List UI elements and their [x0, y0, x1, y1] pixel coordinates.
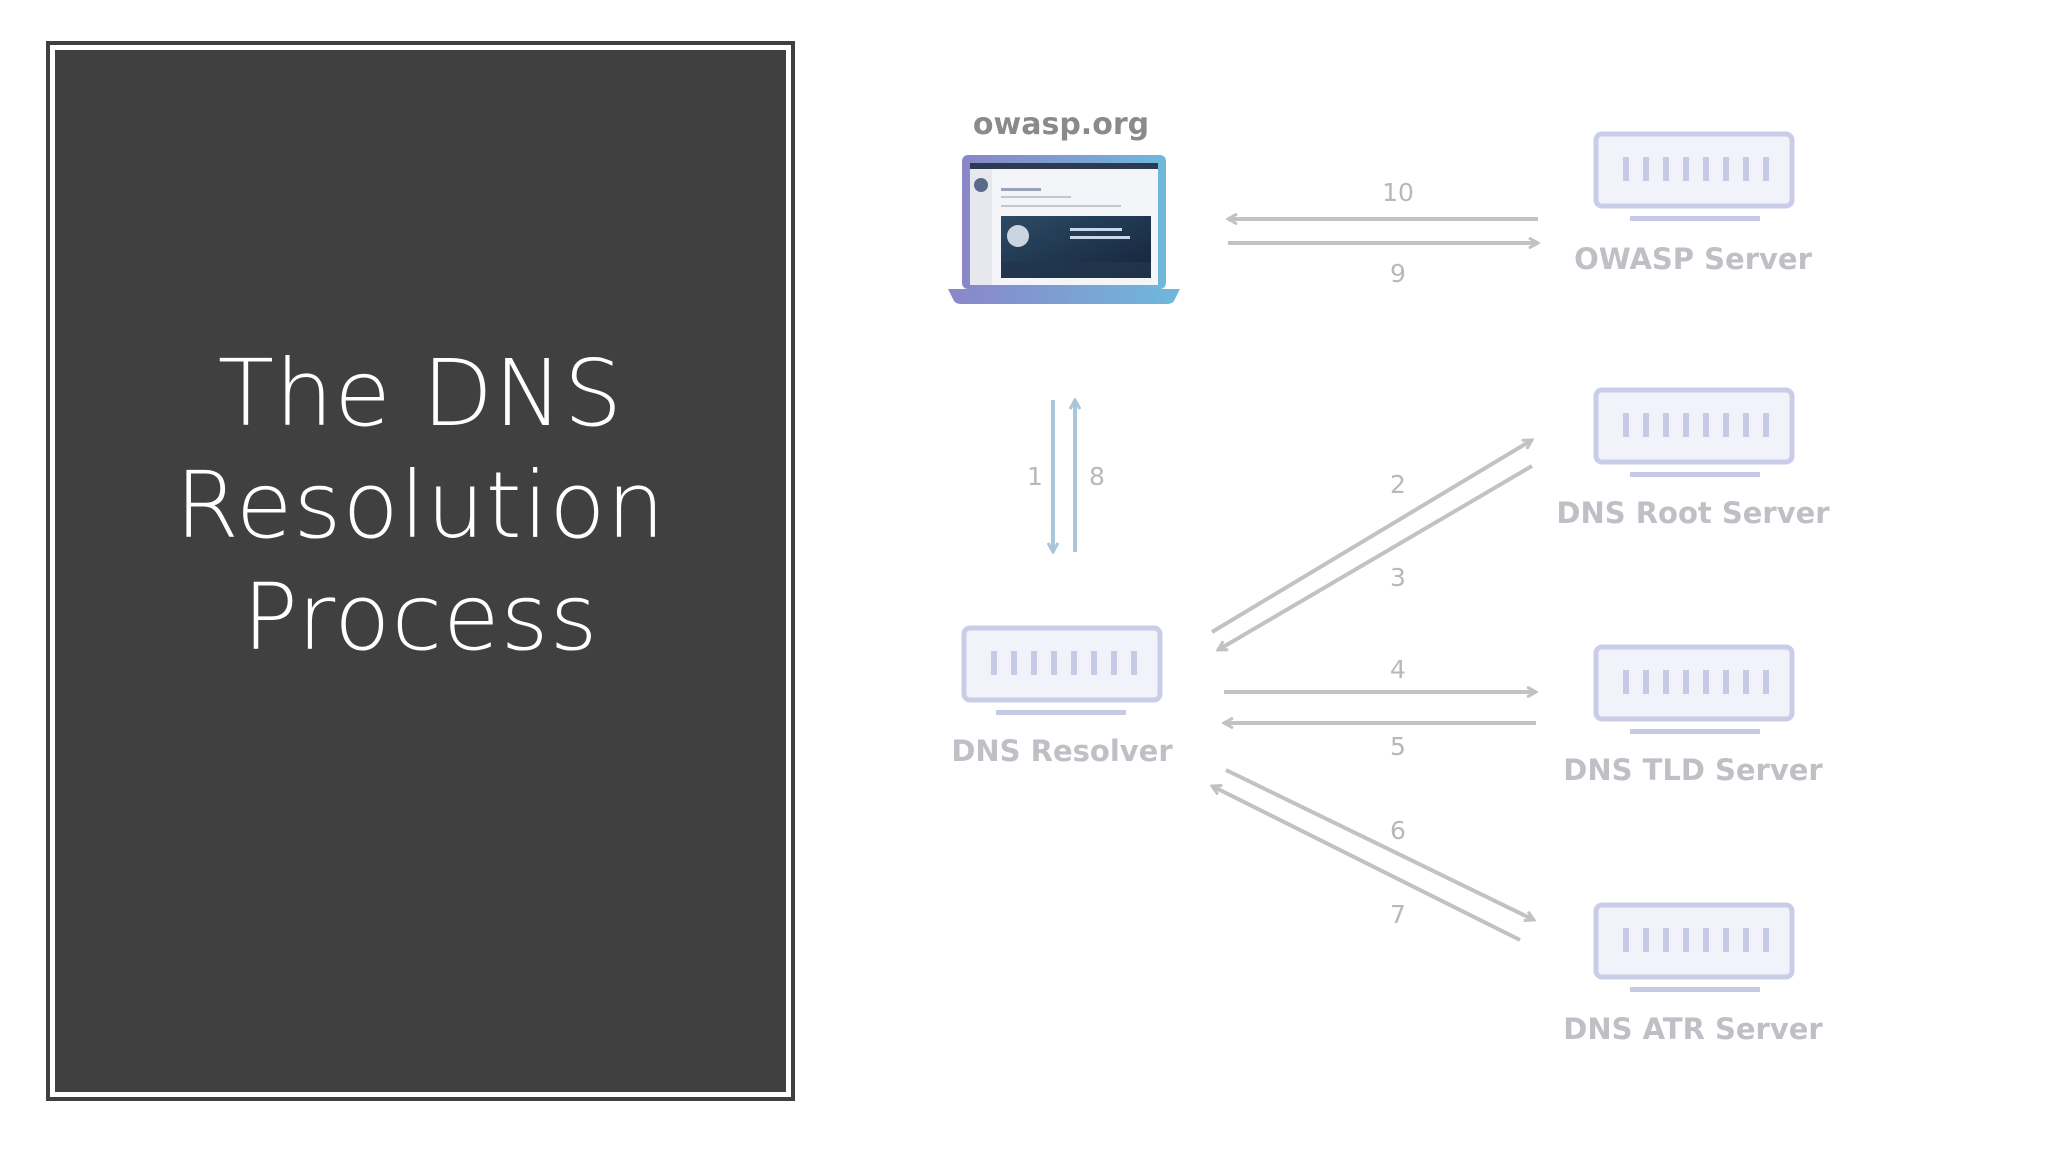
step-number-2: 2: [1390, 470, 1406, 499]
dns-resolver-icon: [961, 625, 1163, 715]
owasp-server-label: OWASP Server: [1574, 242, 1812, 276]
site-label: owasp.org: [973, 107, 1149, 142]
step-number-5: 5: [1390, 732, 1406, 761]
owasp-server-icon: [1593, 131, 1795, 221]
laptop-icon: [948, 155, 1180, 304]
title-panel: The DNS Resolution Process: [46, 41, 795, 1101]
slide-title: The DNS Resolution Process: [175, 338, 666, 674]
dns-root-server-icon: [1593, 387, 1795, 477]
step-number-9: 9: [1390, 259, 1406, 288]
arrow-step-3: [1218, 464, 1534, 652]
dns-root-server-label: DNS Root Server: [1556, 496, 1830, 530]
arrow-step-6: [1225, 768, 1534, 920]
title-panel-background: The DNS Resolution Process: [55, 50, 786, 1092]
arrow-step-2: [1210, 438, 1532, 634]
step-number-7: 7: [1390, 900, 1406, 929]
dns-atr-server-icon: [1593, 902, 1795, 992]
dns-atr-server-label: DNS ATR Server: [1563, 1012, 1823, 1046]
step-number-8: 8: [1089, 462, 1105, 491]
step-number-1: 1: [1027, 462, 1043, 491]
slide-title-line-3: Process: [242, 564, 599, 671]
slide-title-line-1: The DNS: [217, 340, 624, 447]
arrow-step-7: [1212, 786, 1521, 942]
step-number-6: 6: [1390, 816, 1406, 845]
dns-tld-server-label: DNS TLD Server: [1563, 753, 1823, 787]
dns-resolver-label: DNS Resolver: [951, 734, 1173, 768]
slide-title-line-2: Resolution: [175, 452, 666, 559]
step-number-10: 10: [1382, 178, 1414, 207]
step-number-3: 3: [1390, 563, 1406, 592]
dns-tld-server-icon: [1593, 644, 1795, 734]
step-number-4: 4: [1390, 655, 1406, 684]
